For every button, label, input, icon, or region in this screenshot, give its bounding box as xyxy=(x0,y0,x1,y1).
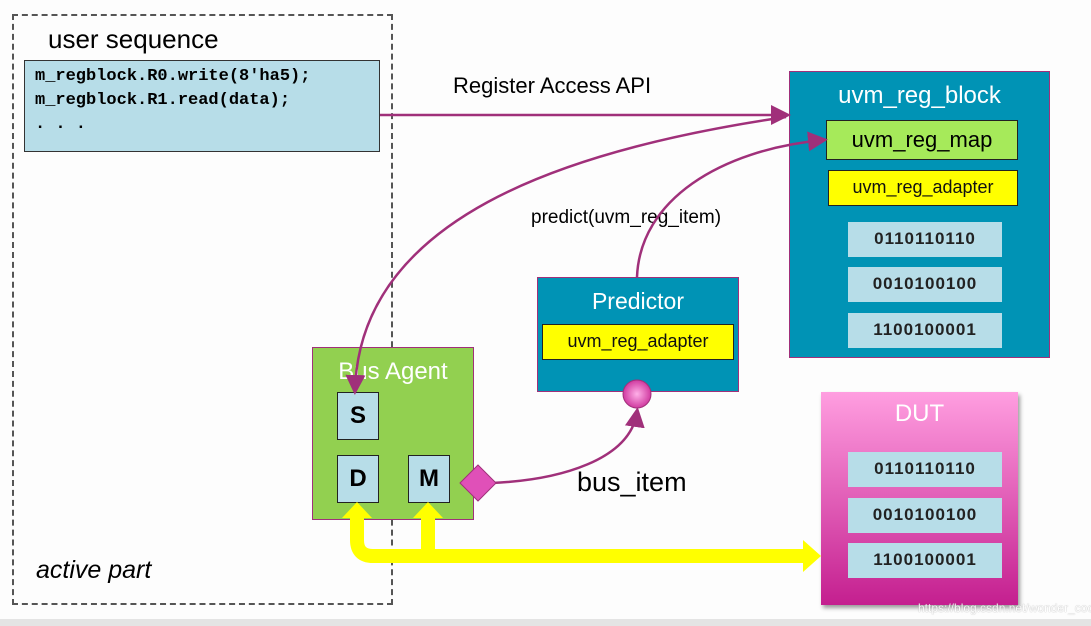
dut-register: 0010100100 xyxy=(848,498,1002,533)
register: 1100100001 xyxy=(848,313,1002,348)
driver-arrowhead xyxy=(342,502,372,518)
watermark: https://blog.csdn.net/wonder_coole xyxy=(918,601,1091,615)
active-part-region xyxy=(12,14,393,605)
dut: DUT 0110110110 0010100100 1100100001 xyxy=(821,392,1018,605)
driver-box: D xyxy=(337,455,379,503)
sequencer-box: S xyxy=(337,392,379,440)
register: 0010100100 xyxy=(848,267,1002,302)
register-access-api-label: Register Access API xyxy=(453,73,652,98)
predict-arrow xyxy=(635,131,828,278)
bus-item-label: bus_item xyxy=(577,467,687,497)
user-sequence-title: user sequence xyxy=(48,24,219,54)
dut-title: DUT xyxy=(894,400,945,427)
monitor-box: M xyxy=(408,455,450,503)
code-box: m_regblock.R0.write(8'ha5); m_regblock.R… xyxy=(24,60,380,152)
active-part-label: active part xyxy=(36,556,152,584)
predictor: Predictor uvm_reg_adapter xyxy=(537,277,739,392)
bus-path xyxy=(350,515,805,563)
bus-item-arrow xyxy=(491,407,645,485)
code-line: . . . xyxy=(35,115,87,134)
bottom-strip xyxy=(0,619,1091,626)
code-line: m_regblock.R0.write(8'ha5); xyxy=(35,67,311,86)
dut-arrowhead xyxy=(803,540,821,572)
predictor-adapter: uvm_reg_adapter xyxy=(542,324,734,360)
reg-block-title: uvm_reg_block xyxy=(838,82,1001,109)
reg-block-adapter: uvm_reg_adapter xyxy=(828,170,1018,206)
predictor-title: Predictor xyxy=(591,288,685,314)
analysis-port-icon xyxy=(622,379,652,409)
reg-block-to-sequencer-arrow xyxy=(345,115,787,395)
monitor-arrowhead xyxy=(413,502,443,518)
code-line: m_regblock.R1.read(data); xyxy=(35,91,291,110)
bus-agent: Bus Agent S D M xyxy=(312,347,474,520)
monitor-port-icon xyxy=(459,464,497,502)
dut-register: 1100100001 xyxy=(848,543,1002,578)
dut-register: 0110110110 xyxy=(848,452,1002,487)
uvm-reg-block: uvm_reg_block uvm_reg_map uvm_reg_adapte… xyxy=(789,71,1050,358)
predict-label: predict(uvm_reg_item) xyxy=(531,207,722,228)
uvm-reg-map: uvm_reg_map xyxy=(826,120,1018,160)
register: 0110110110 xyxy=(848,222,1002,257)
